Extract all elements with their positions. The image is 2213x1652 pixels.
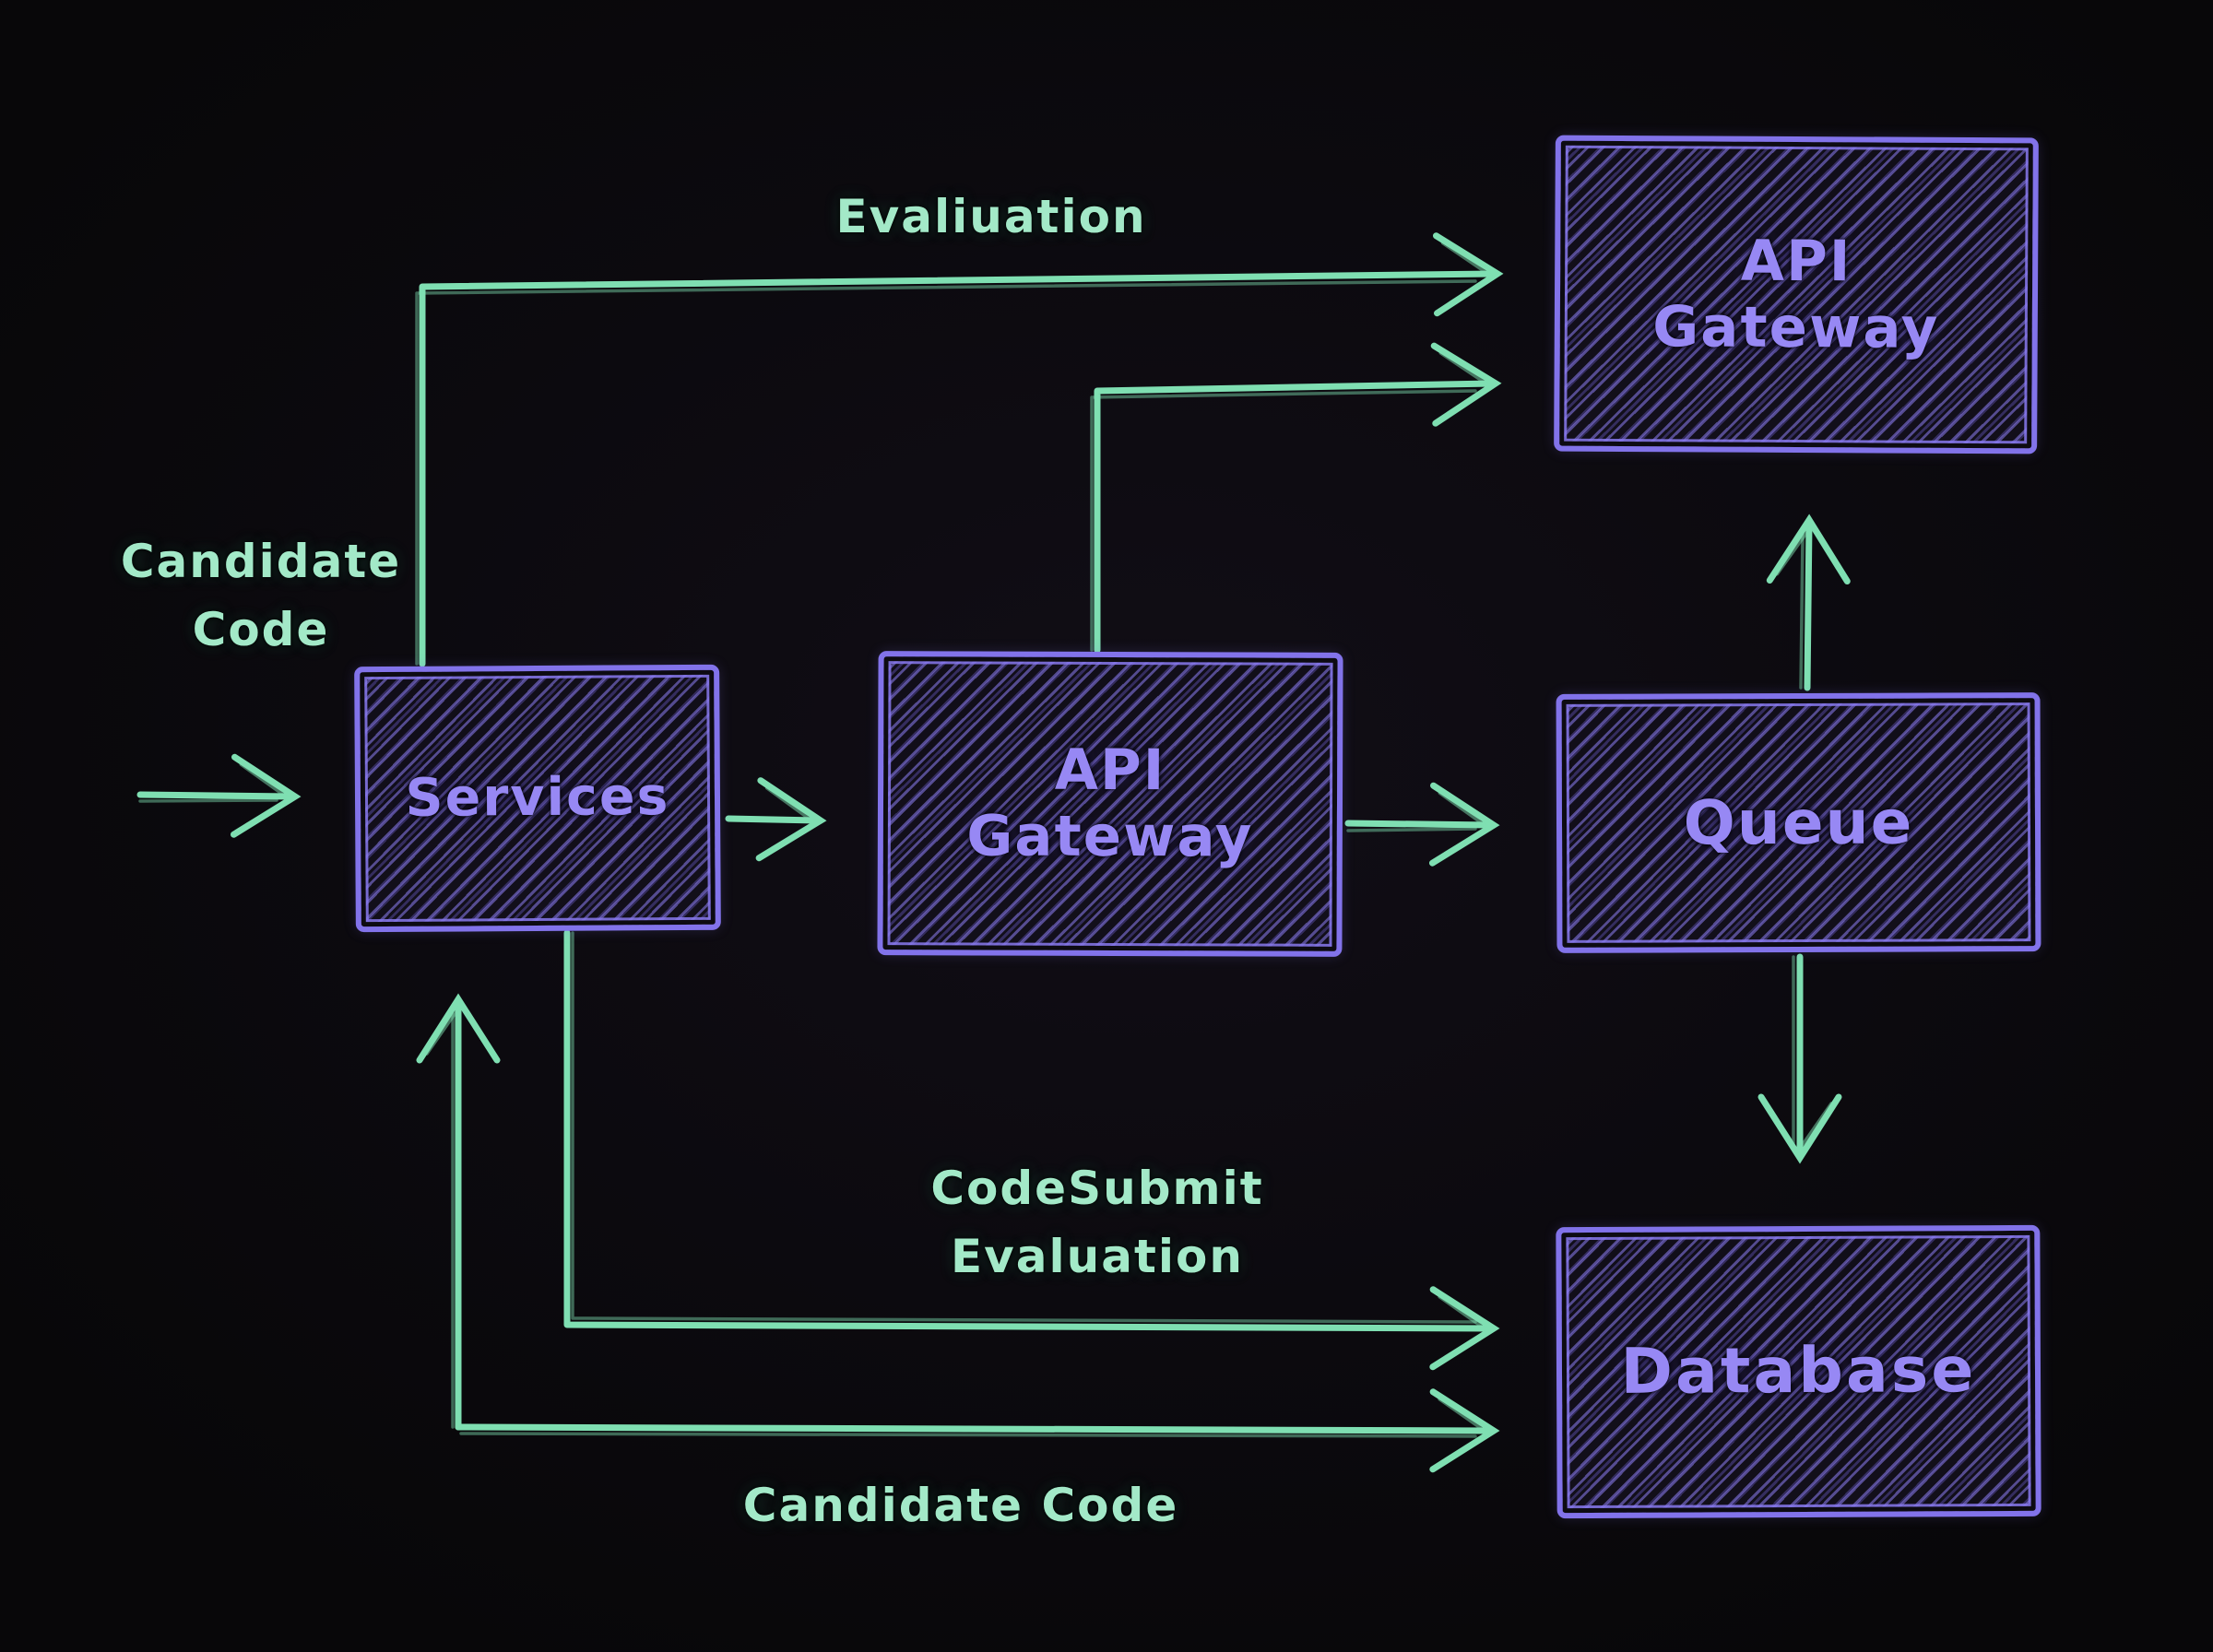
node-queue: Queue: [1556, 692, 2041, 953]
node-api-gateway-top-label: API Gateway: [1652, 228, 1940, 361]
node-queue-label: Queue: [1683, 786, 1914, 858]
node-services-label: Services: [405, 766, 670, 830]
node-api-gateway-center: API Gateway: [877, 651, 1343, 957]
edge-label-candidate-code-bottom: Candidate Code: [742, 1479, 1179, 1532]
node-services: Services: [354, 664, 721, 933]
arrow-codesubmit-evaluation-to-database: [563, 929, 1500, 1371]
edge-label-codesubmit-evaluation: CodeSubmit Evaluation: [930, 1162, 1264, 1283]
arrow-queue-to-api-gateway-top: [1766, 513, 1851, 691]
arrow-api-gateway-to-queue: [1344, 782, 1500, 867]
edge-label-candidate-code-left: Candidate Code: [120, 535, 402, 656]
arrow-return-to-services: [416, 993, 501, 1431]
arrow-candidate-code-to-database: [455, 1388, 1500, 1473]
arrow-services-to-api-gateway: [725, 777, 827, 862]
arrow-queue-to-database: [1757, 953, 1842, 1164]
arrow-evaluation-services-to-api-gateway-top: [415, 232, 1504, 667]
edge-label-evaluation: Evaliuation: [835, 190, 1147, 243]
node-database: Database: [1556, 1224, 2041, 1519]
node-api-gateway-center-label: API Gateway: [966, 737, 1254, 870]
node-database-label: Database: [1620, 1334, 1977, 1409]
node-api-gateway-top: API Gateway: [1554, 135, 2039, 454]
arrow-api-gateway-center-to-top: [1090, 342, 1502, 654]
arrow-candidate-code-input: [136, 753, 302, 838]
